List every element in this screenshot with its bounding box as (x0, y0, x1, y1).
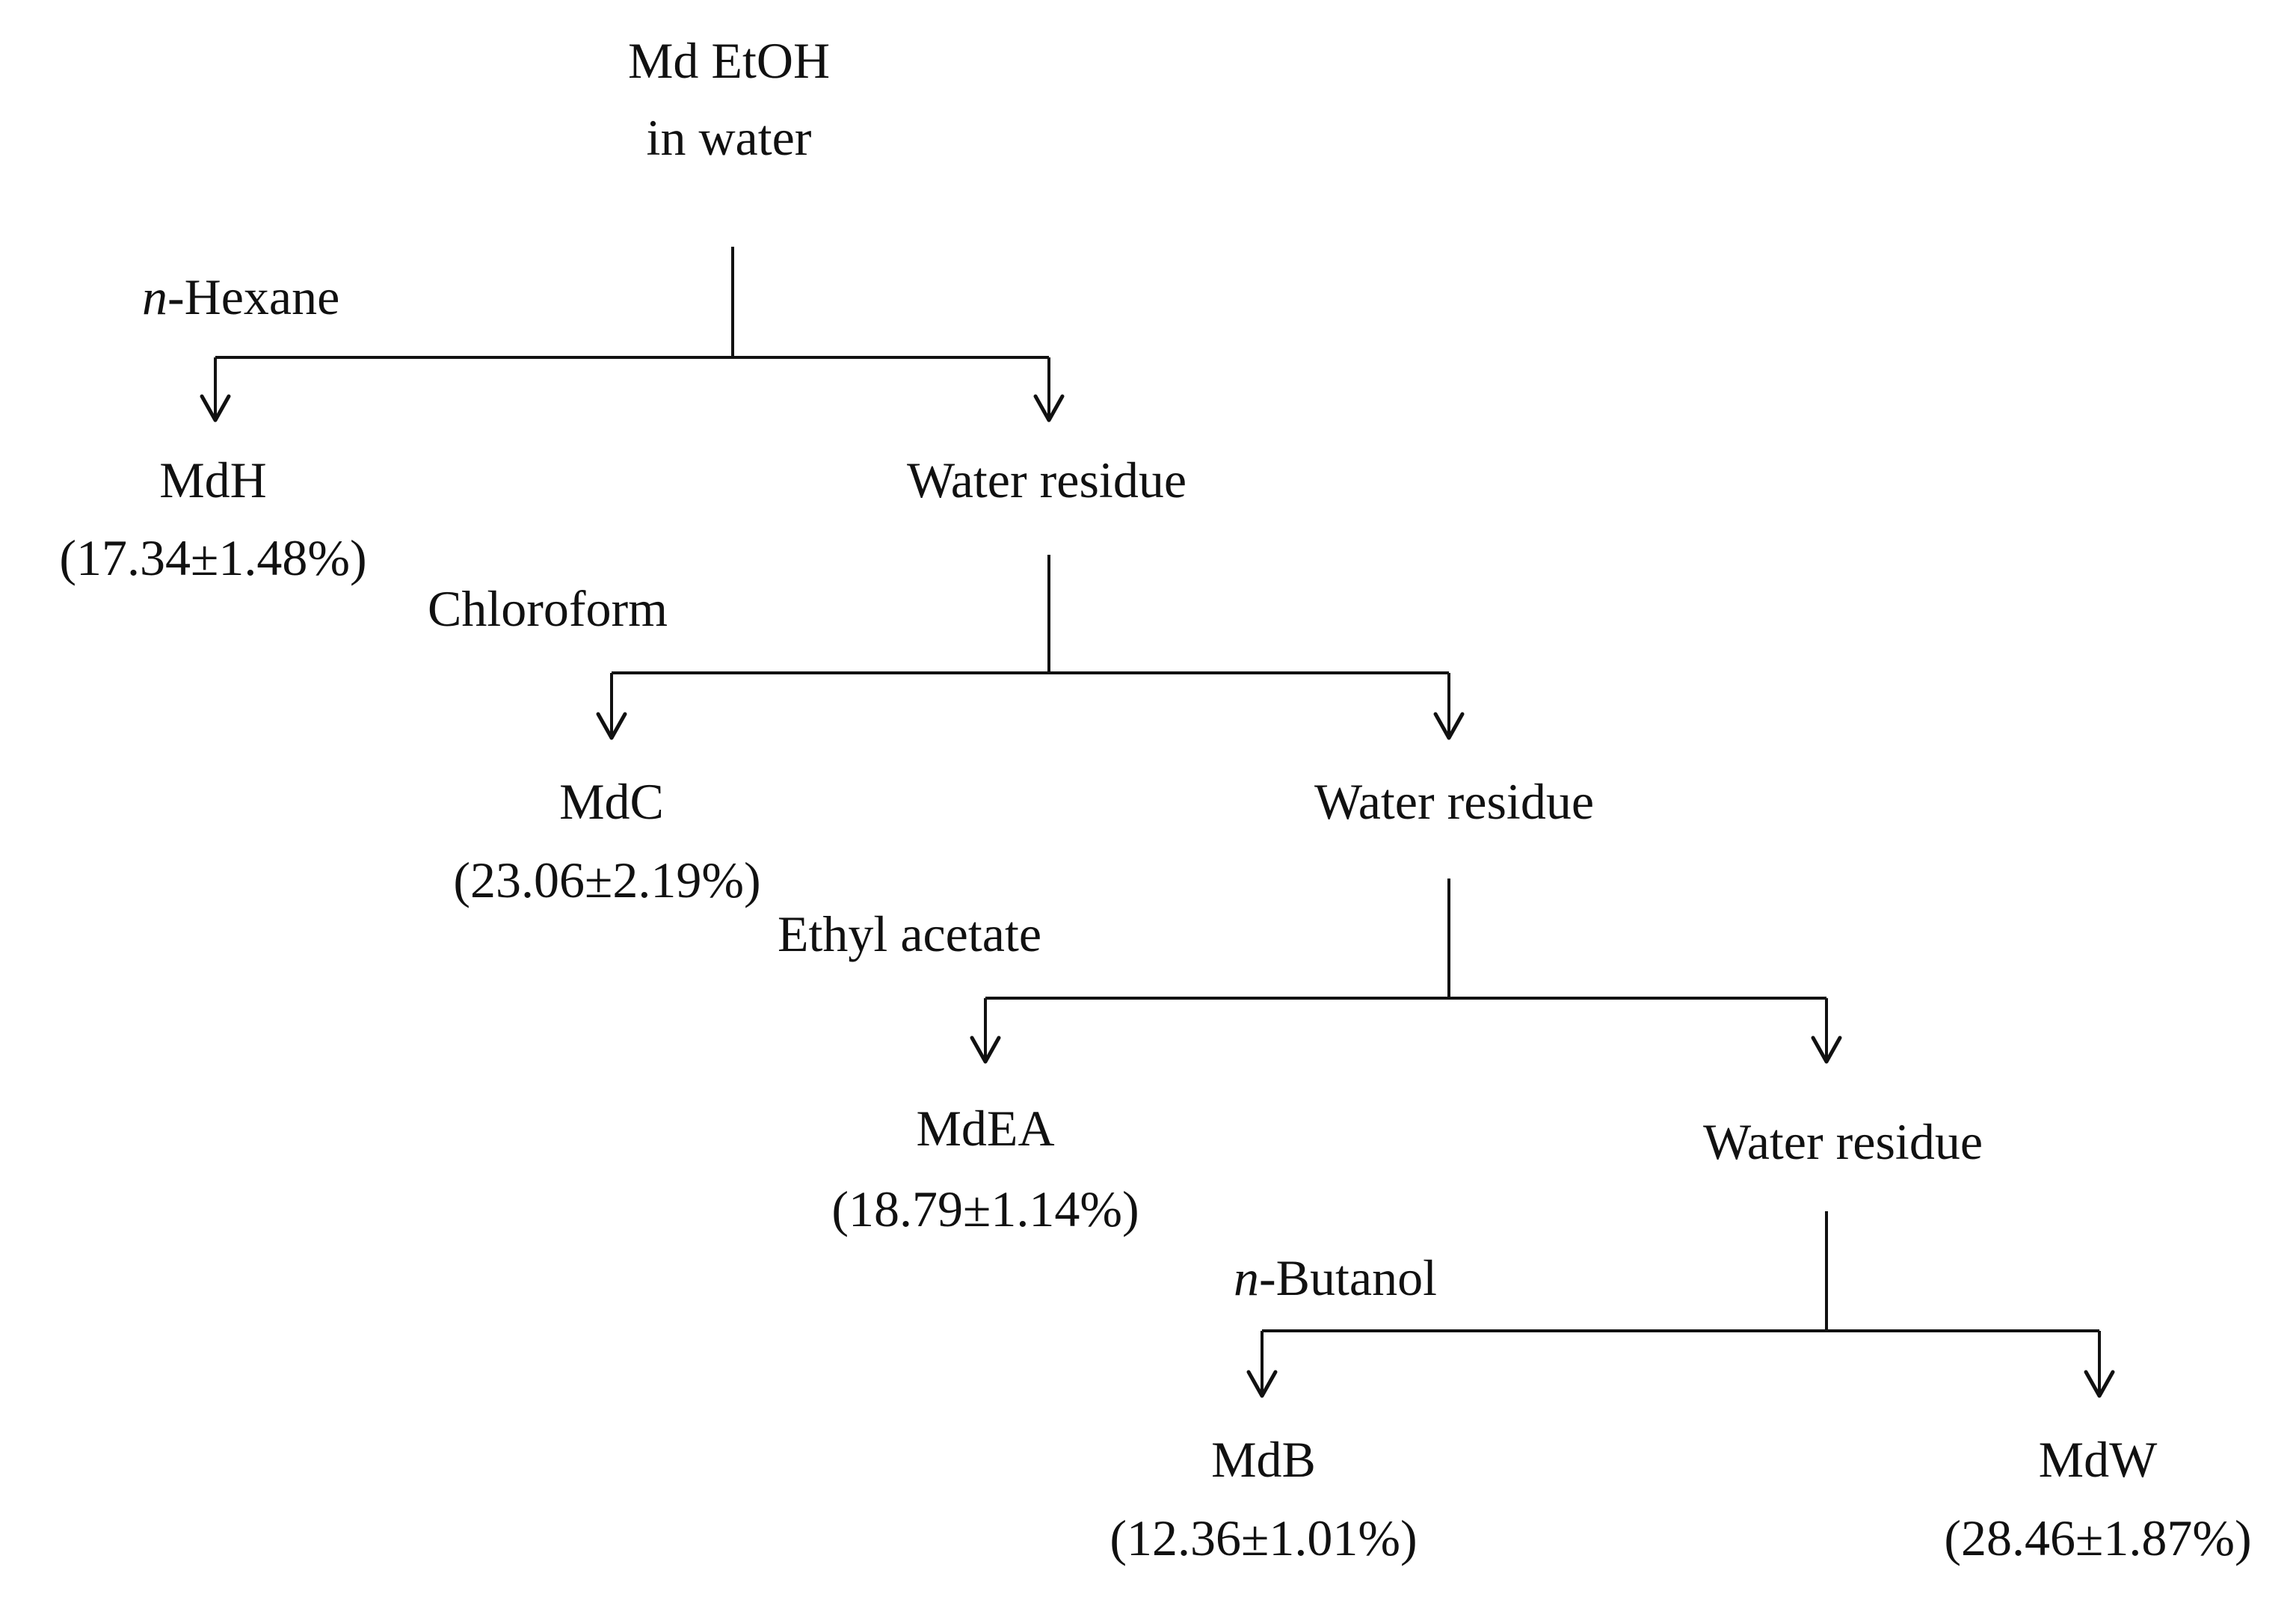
fraction-yield-mdh: (17.34±1.48%) (59, 529, 367, 586)
arrowhead-mdw (2084, 1370, 2115, 1398)
fraction-name-mdh: MdH (159, 452, 267, 508)
arrowhead-mdc (596, 712, 627, 740)
root-node-line1: Md EtOH (627, 32, 831, 89)
solvent-label-hexane: n-Hexane (142, 268, 339, 326)
solvent-suffix: -Butanol (1259, 1249, 1437, 1306)
solvent-suffix: Chloroform (428, 580, 668, 637)
arrowhead-mdh (200, 394, 231, 422)
fraction-yield-mdea: (18.79±1.14%) (831, 1181, 1139, 1237)
water-residue-3: Water residue (1703, 1113, 1983, 1170)
fraction-name-mdc: MdC (559, 773, 664, 830)
root-node-line2: in water (646, 109, 812, 166)
solvent-prefix: n (142, 268, 167, 325)
fraction-name-mdea: MdEA (916, 1100, 1055, 1157)
fraction-yield-mdc: (23.06±2.19%) (453, 852, 761, 908)
fraction-yield-mdb: (12.36±1.01%) (1109, 1510, 1418, 1566)
arrowhead-mdea (970, 1036, 1001, 1064)
water-residue-1: Water residue (907, 452, 1187, 508)
solvent-suffix: Ethyl acetate (778, 905, 1042, 962)
solvent-suffix: -Hexane (167, 268, 340, 325)
water-residue-2: Water residue (1314, 773, 1594, 830)
fraction-name-mdw: MdW (2038, 1431, 2158, 1488)
arrowhead-residue-3 (1811, 1036, 1842, 1064)
arrowhead-residue-2 (1433, 712, 1465, 740)
fraction-yield-mdw: (28.46±1.87%) (1944, 1510, 2252, 1566)
arrowhead-mdb (1246, 1370, 1278, 1398)
arrowhead-residue-1 (1033, 394, 1065, 422)
solvent-prefix: n (1234, 1249, 1259, 1306)
solvent-label-chloroform: Chloroform (428, 579, 668, 638)
solvent-label-butanol: n-Butanol (1234, 1249, 1437, 1307)
fraction-name-mdb: MdB (1211, 1431, 1316, 1488)
solvent-label-ethyl-acetate: Ethyl acetate (778, 905, 1041, 963)
